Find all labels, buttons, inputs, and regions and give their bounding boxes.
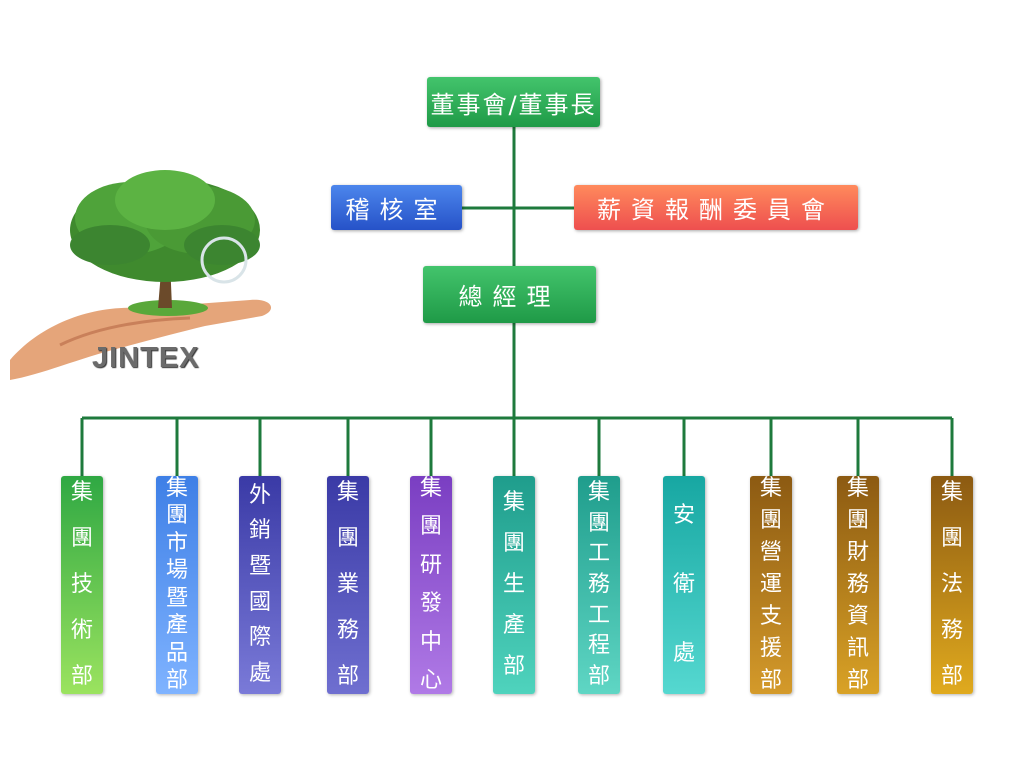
dept-label-char: 部 [940, 664, 963, 689]
dept-label-char: 部 [846, 668, 869, 693]
dept-label: 集團工務工程部 [578, 476, 620, 694]
dept-box: 集團研發中心 [410, 476, 452, 694]
dept-label-char: 部 [587, 663, 610, 689]
dept-label-char: 集 [846, 476, 869, 501]
general-manager-box: 總經理 [423, 266, 596, 323]
dept-label-char: 際 [248, 625, 271, 651]
dept-box: 集團營運支援部 [750, 476, 792, 694]
dept-box: 集團業務部 [327, 476, 369, 694]
board-box: 董事會/董事長 [427, 77, 600, 127]
dept-label-char: 團 [759, 508, 782, 533]
dept-label: 集團業務部 [327, 476, 369, 694]
dept-label-char: 團 [70, 526, 93, 551]
dept-box: 外銷暨國際處 [239, 476, 281, 694]
dept-label-char: 部 [165, 667, 188, 693]
dept-label-char: 營 [759, 540, 782, 565]
audit-office-box: 稽核室 [331, 185, 462, 230]
dept-label-char: 援 [759, 636, 782, 661]
dept-box: 集團工務工程部 [578, 476, 620, 694]
dept-label: 集團市場暨產品部 [156, 476, 198, 694]
dept-label-char: 團 [587, 510, 610, 536]
dept-label-char: 中 [419, 629, 442, 655]
dept-label-char: 部 [502, 654, 525, 680]
dept-box: 集團技術部 [61, 476, 103, 694]
dept-label: 集團營運支援部 [750, 476, 792, 694]
dept-label: 集團研發中心 [410, 476, 452, 694]
dept-label-char: 務 [587, 571, 610, 597]
dept-label-char: 發 [419, 591, 442, 617]
dept-label-char: 法 [940, 572, 963, 597]
dept-label: 集團法務部 [931, 476, 973, 694]
dept-label-char: 場 [165, 558, 188, 584]
dept-box: 集團法務部 [931, 476, 973, 694]
dept-label-char: 部 [70, 664, 93, 689]
dept-label: 集團技術部 [61, 476, 103, 694]
dept-label-char: 團 [336, 526, 359, 551]
dept-box: 集團生產部 [493, 476, 535, 694]
dept-label-char: 支 [759, 604, 782, 629]
dept-label: 安衛處 [663, 476, 705, 694]
dept-label-char: 務 [336, 618, 359, 643]
dept-label-char: 外 [248, 482, 271, 508]
dept-label-char: 工 [587, 541, 610, 567]
dept-label-char: 生 [502, 571, 525, 597]
dept-label-char: 部 [336, 664, 359, 689]
dept-label-char: 安 [672, 503, 695, 529]
dept-label-char: 務 [940, 618, 963, 643]
dept-label-char: 暨 [248, 554, 271, 580]
dept-label-char: 集 [336, 480, 359, 505]
tree-in-hand-icon [10, 170, 272, 380]
dept-label-char: 團 [846, 508, 869, 533]
compensation-committee-box: 薪資報酬委員會 [574, 185, 858, 230]
board-label: 董事會/董事長 [430, 90, 597, 119]
dept-box: 安衛處 [663, 476, 705, 694]
dept-label-char: 集 [70, 480, 93, 505]
dept-label: 外銷暨國際處 [239, 476, 281, 694]
dept-label-char: 部 [759, 668, 782, 693]
dept-label-char: 程 [587, 633, 610, 659]
compensation-committee-label: 薪資報酬委員會 [597, 196, 835, 224]
dept-label-char: 集 [419, 476, 442, 501]
general-manager-label: 總經理 [458, 283, 561, 311]
dept-label: 集團生產部 [493, 476, 535, 694]
dept-label-char: 技 [70, 572, 93, 597]
dept-label-char: 訊 [846, 636, 869, 661]
dept-label-char: 工 [587, 602, 610, 628]
dept-label-char: 資 [846, 604, 869, 629]
audit-office-label: 稽核室 [345, 196, 448, 224]
dept-label-char: 研 [419, 552, 442, 578]
dept-label-char: 產 [165, 613, 188, 639]
dept-label-char: 銷 [248, 518, 271, 544]
dept-label-char: 集 [940, 480, 963, 505]
dept-label-char: 心 [419, 667, 442, 693]
dept-label-char: 暨 [165, 585, 188, 611]
dept-label-char: 團 [502, 530, 525, 556]
dept-box: 集團市場暨產品部 [156, 476, 198, 694]
dept-label-char: 衛 [672, 571, 695, 597]
dept-label-char: 集 [502, 489, 525, 515]
dept-label-char: 處 [672, 640, 695, 666]
dept-label-char: 產 [502, 613, 525, 639]
dept-label-char: 市 [165, 530, 188, 556]
dept-label-char: 集 [165, 476, 188, 501]
dept-label-char: 集 [587, 480, 610, 506]
dept-label-char: 團 [419, 514, 442, 540]
dept-label-char: 業 [336, 572, 359, 597]
dept-label-char: 財 [846, 540, 869, 565]
dept-label-char: 術 [70, 618, 93, 643]
dept-label-char: 團 [165, 503, 188, 529]
dept-label-char: 品 [165, 640, 188, 666]
dept-box: 集團財務資訊部 [837, 476, 879, 694]
dept-label-char: 處 [248, 661, 271, 687]
company-logo [0, 140, 330, 400]
dept-label-char: 集 [759, 476, 782, 501]
dept-label-char: 務 [846, 572, 869, 597]
dept-label-char: 團 [940, 526, 963, 551]
logo-text: JINTEX [92, 342, 200, 374]
dept-label-char: 運 [759, 572, 782, 597]
dept-label: 集團財務資訊部 [837, 476, 879, 694]
dept-label-char: 國 [248, 589, 271, 615]
